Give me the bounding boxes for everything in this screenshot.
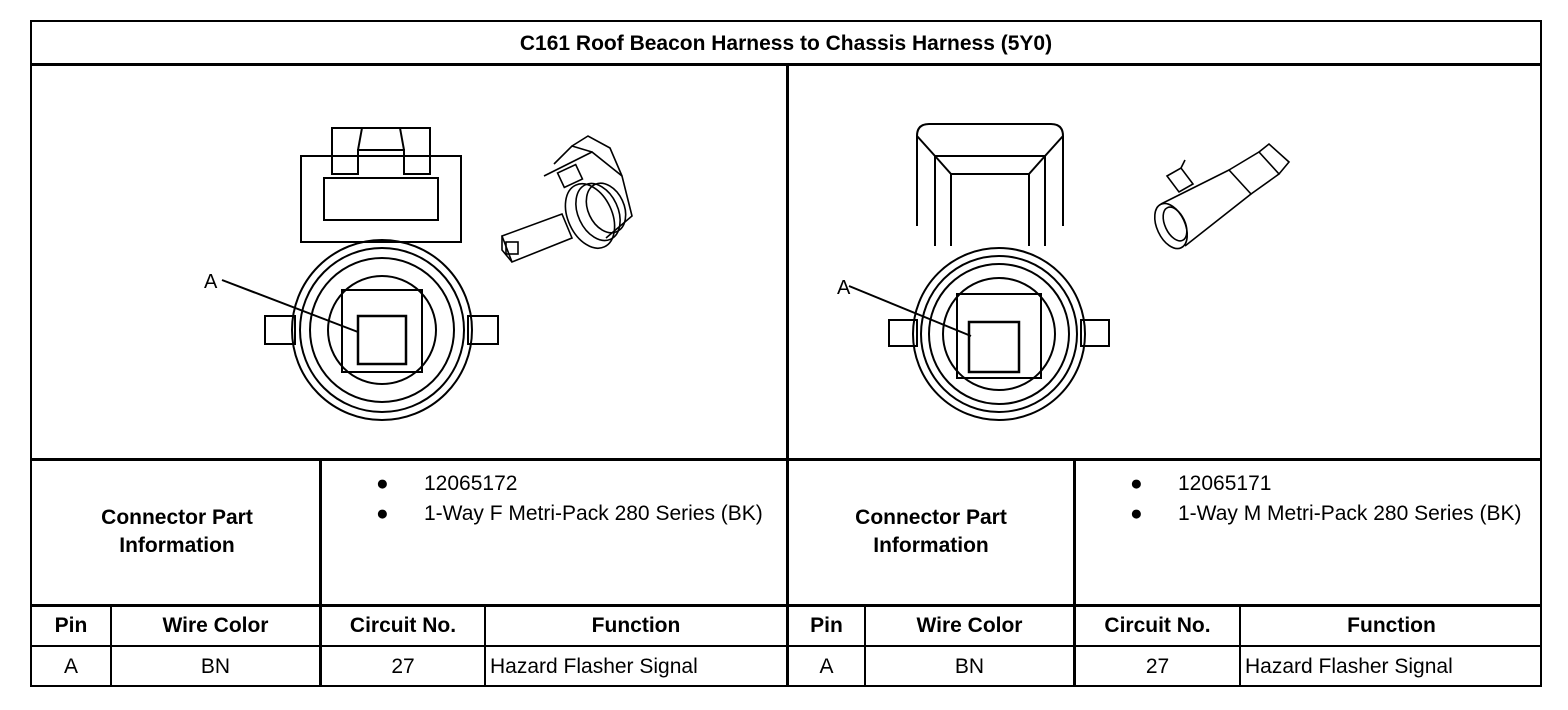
table-cell-pin: A [63, 655, 78, 678]
list-item: ● 1-Way M Metri-Pack 280 Series (BK) [1076, 499, 1542, 529]
right-connector-part-label: Connector Part Information [855, 506, 1007, 557]
part-description: 1-Way F Metri-Pack 280 Series (BK) [424, 502, 763, 525]
bullet-icon: ● [376, 502, 389, 525]
drawing-divider [32, 458, 1542, 461]
part-number: 12065172 [424, 472, 518, 495]
left-info-divider [319, 460, 322, 687]
list-item: ● 12065171 [1076, 469, 1542, 499]
right-part-info: ● 12065171 ● 1-Way M Metri-Pack 280 Seri… [1076, 469, 1542, 529]
header-wire-color: Wire Color [916, 613, 1023, 637]
header-function: Function [1347, 613, 1436, 637]
pin-a-label: A [204, 271, 218, 293]
table-top-line [32, 604, 1542, 607]
header-wire-color: Wire Color [162, 613, 269, 637]
table-cell-circuit-no: 27 [391, 655, 415, 678]
right-info-divider [1073, 460, 1076, 687]
header-circuit-no: Circuit No. [349, 613, 457, 637]
header-pin: Pin [54, 613, 88, 637]
table-header-line [32, 645, 1542, 647]
table-cell-circuit-no: 27 [1145, 655, 1170, 678]
col-divider [1239, 606, 1241, 687]
table-cell-pin: A [819, 655, 834, 678]
pin-a-label: A [837, 277, 851, 299]
page-title: C161 Roof Beacon Harness to Chassis Harn… [32, 22, 1540, 66]
part-description: 1-Way M Metri-Pack 280 Series (BK) [1178, 502, 1522, 525]
header-pin: Pin [810, 613, 843, 637]
part-number: 12065171 [1178, 472, 1272, 495]
list-item: ● 12065172 [322, 469, 786, 499]
col-divider [484, 606, 486, 687]
col-divider [110, 606, 112, 687]
col-divider [864, 606, 866, 687]
bullet-icon: ● [1130, 502, 1143, 525]
female-connector-drawing: A [204, 127, 633, 421]
table-cell-wire-color: BN [200, 655, 231, 678]
connector-sheet: C161 Roof Beacon Harness to Chassis Harn… [30, 20, 1542, 687]
table-cell-wire-color: BN [954, 655, 985, 678]
left-connector-part-label: Connector Part Information [101, 506, 253, 557]
table-cell-function: Hazard Flasher Signal [490, 655, 698, 678]
bullet-icon: ● [1130, 472, 1143, 495]
male-connector-drawing: A [837, 123, 1291, 421]
list-item: ● 1-Way F Metri-Pack 280 Series (BK) [322, 499, 786, 529]
left-part-info: ● 12065172 ● 1-Way F Metri-Pack 280 Seri… [322, 469, 786, 529]
center-divider [786, 66, 789, 687]
table-cell-function: Hazard Flasher Signal [1245, 655, 1453, 678]
header-circuit-no: Circuit No. [1104, 613, 1211, 637]
header-function: Function [591, 613, 681, 637]
bullet-icon: ● [376, 472, 389, 495]
